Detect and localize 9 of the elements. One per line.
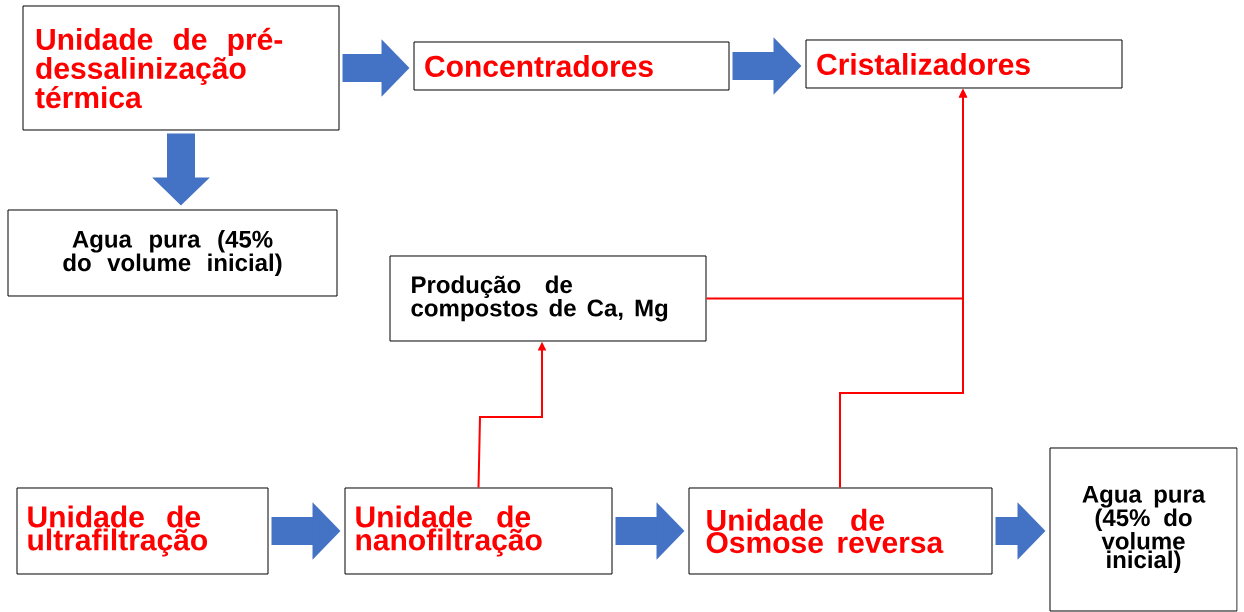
process-box: Unidade de Osmose reversa	[688, 487, 993, 575]
process-box: Agua pura (45% do volume inicial)	[7, 209, 338, 297]
process-box: Cristalizadores	[805, 39, 1123, 89]
process-box: Agua pura (45% do volume inicial)	[1049, 447, 1238, 612]
process-box: Concentradores	[413, 41, 730, 91]
process-box: Unidade de nanofiltração	[344, 487, 613, 575]
process-box: Unidade de pré-dessalinização térmica	[22, 5, 340, 131]
process-box: Produção de compostos de Ca, Mg	[389, 255, 707, 342]
process-box: Unidade de ultrafiltração	[16, 487, 269, 575]
